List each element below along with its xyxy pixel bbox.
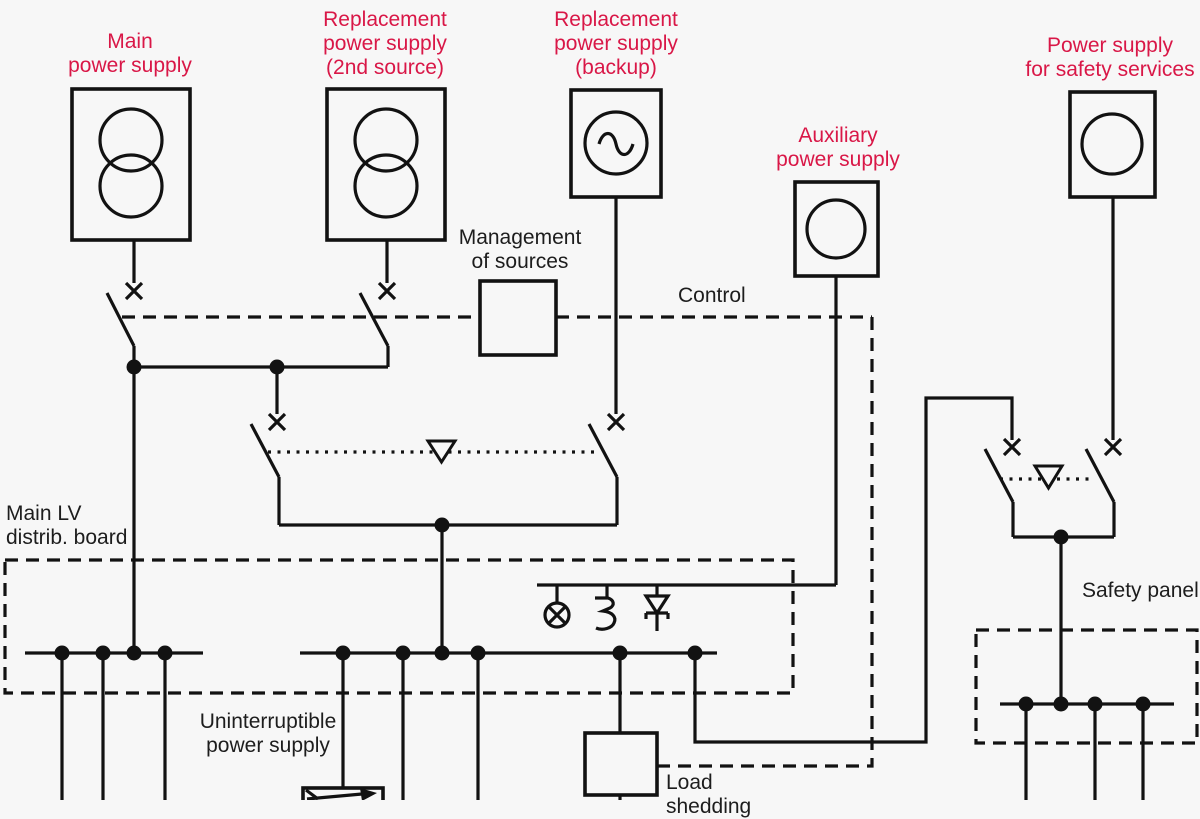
changeover-output bbox=[279, 517, 617, 653]
safety-source-symbol bbox=[1068, 90, 1157, 199]
label-main-lv-distrib-board: Main LV distrib. board bbox=[6, 502, 128, 549]
ups-symbol bbox=[301, 786, 385, 800]
main-transformer-symbol bbox=[70, 87, 192, 242]
diagram-canvas bbox=[3, 87, 1199, 800]
label-control: Control bbox=[678, 284, 746, 307]
label-power-supply-safety-services: Power supply for safety services bbox=[1025, 34, 1195, 81]
label-management-of-sources: Management of sources bbox=[458, 226, 582, 273]
heater-symbol bbox=[595, 585, 617, 631]
management-of-sources-box bbox=[478, 279, 558, 357]
main-breaker bbox=[105, 240, 144, 347]
safety-changeover-backup-switch bbox=[1084, 437, 1123, 537]
safety-changeover-output bbox=[1013, 529, 1114, 704]
changeover-backup-switch bbox=[587, 197, 626, 525]
changeover-interlock bbox=[268, 439, 598, 465]
safety-panel-boundary bbox=[974, 628, 1199, 745]
changeover-normal-switch bbox=[249, 367, 287, 525]
auxiliary-feeder bbox=[537, 276, 838, 587]
diode-symbol bbox=[643, 585, 671, 631]
busbar-secondary bbox=[300, 396, 1014, 800]
second-source-transformer-symbol bbox=[325, 87, 447, 242]
load-shedding-box bbox=[583, 731, 659, 800]
label-replacement-2nd-source: Replacement power supply (2nd source) bbox=[323, 8, 447, 79]
single-line-diagram: Main power supply Replacement power supp… bbox=[3, 8, 1199, 818]
label-load-shedding: Load shedding bbox=[666, 771, 752, 818]
label-auxiliary-power-supply: Auxiliary power supply bbox=[776, 124, 900, 171]
busbar-safety bbox=[1000, 696, 1174, 800]
label-safety-panel: Safety panel bbox=[1082, 579, 1199, 602]
control-line bbox=[122, 315, 874, 768]
busbar-main bbox=[25, 645, 203, 800]
backup-generator-symbol bbox=[569, 88, 663, 199]
source-tie-bus bbox=[126, 346, 390, 653]
label-main-power-supply: Main power supply bbox=[68, 30, 192, 77]
label-replacement-backup: Replacement power supply (backup) bbox=[554, 8, 678, 79]
label-uninterruptible-power-supply: Uninterruptible power supply bbox=[199, 710, 337, 757]
safety-changeover-normal-switch bbox=[983, 437, 1022, 537]
auxiliary-source-symbol bbox=[793, 180, 880, 278]
main-lv-board-boundary bbox=[3, 558, 795, 695]
safety-changeover-interlock bbox=[1000, 464, 1093, 491]
second-source-breaker bbox=[358, 240, 397, 347]
lamp-symbol bbox=[543, 585, 571, 629]
